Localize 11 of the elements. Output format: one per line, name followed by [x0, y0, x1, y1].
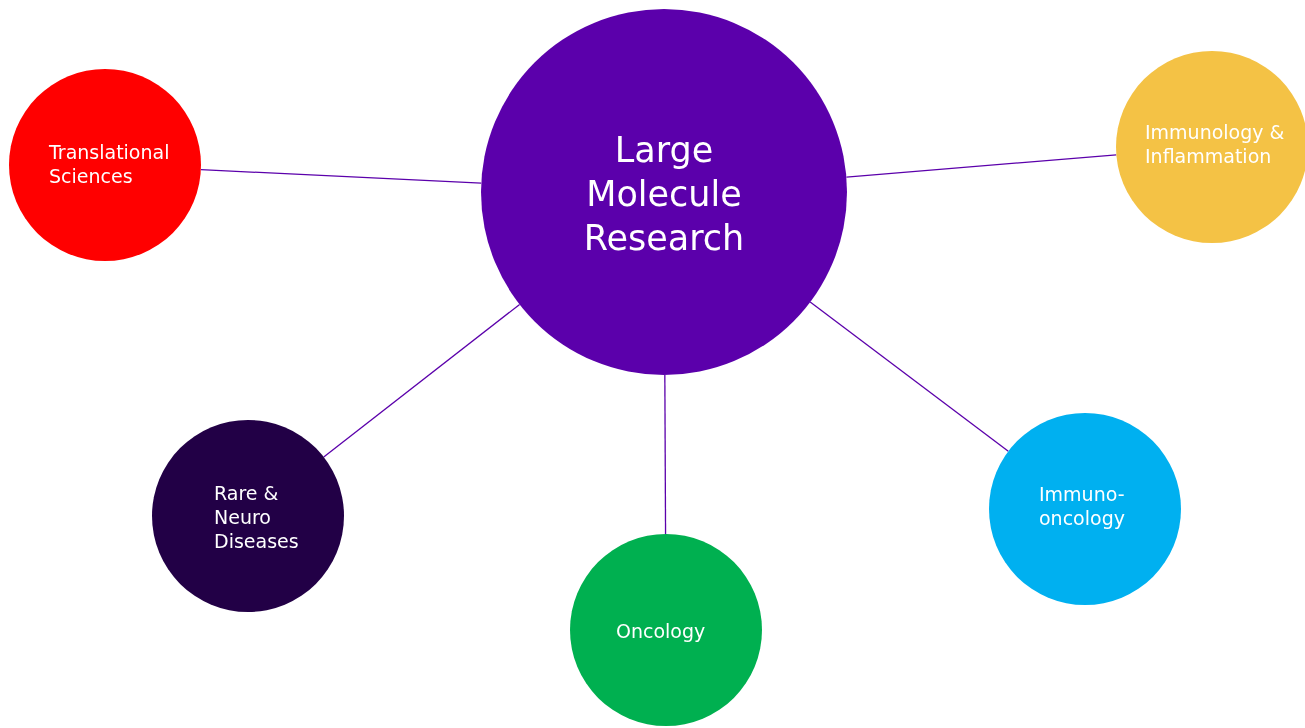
- connector-line: [845, 154, 1117, 178]
- node-label: Translational Sciences: [49, 141, 171, 189]
- connector-line: [323, 303, 521, 458]
- node-label: Oncology: [616, 620, 707, 644]
- node-label: Rare & Neuro Diseases: [214, 482, 300, 554]
- connector-line: [664, 374, 667, 535]
- node-label: Immunology & Inflammation: [1145, 121, 1286, 169]
- connector-line: [200, 169, 482, 184]
- node-label: Large Molecule Research: [582, 129, 746, 260]
- node-label: Immuno-oncology: [1039, 483, 1126, 531]
- connector-line: [809, 301, 1009, 452]
